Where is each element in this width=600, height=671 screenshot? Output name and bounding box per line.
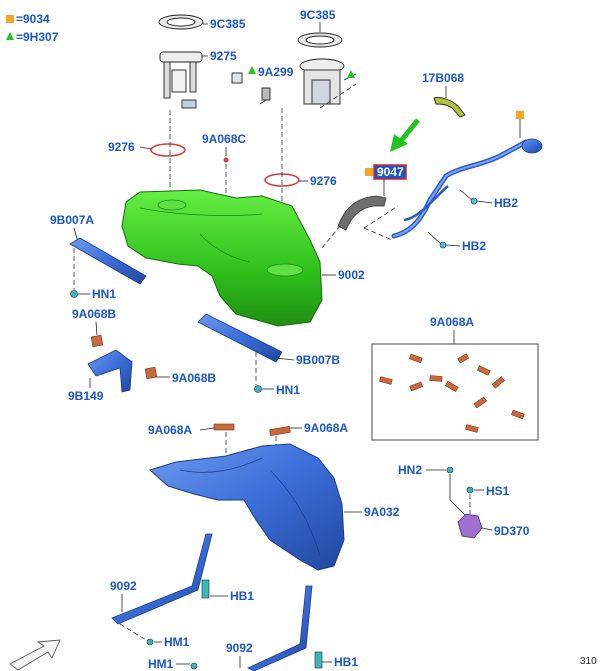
fuel-pump-left-part: [159, 51, 203, 109]
label-pump-left: 9275: [210, 49, 237, 63]
gasket-left-part: [158, 14, 204, 30]
nut-hn1-b-part: [254, 385, 262, 393]
hose-17b068-part: [433, 97, 466, 118]
valve-part: [223, 157, 229, 163]
label-hb1-a: HB1: [230, 589, 254, 603]
square-marker-filler: [516, 111, 524, 119]
label-shield: 9A032: [364, 505, 400, 519]
label-hb1-b: HB1: [334, 655, 358, 669]
clip-hb2-b-part: [439, 241, 447, 249]
square-marker-highlight: [365, 168, 373, 176]
nut-hn1-a-part: [70, 290, 78, 298]
vent-part: [231, 66, 271, 105]
clip-hb2-a-part: [470, 197, 478, 205]
strap-left-part: [69, 237, 147, 285]
highlight-box: [373, 164, 407, 180]
label-rod-left: 9092: [110, 579, 137, 593]
label-highlight: 9047: [377, 165, 404, 179]
label-pad-b-mid: 9A068B: [172, 371, 216, 385]
diagram-reference-number: 310: [580, 656, 597, 667]
oring-left-part: [150, 143, 186, 157]
label-hn1-a: HN1: [92, 287, 116, 301]
nut-hm1-b-part: [190, 662, 198, 670]
support-rod-left-part: [111, 533, 213, 625]
label-hm1-b: HM1: [148, 657, 174, 671]
detail-box: [371, 343, 539, 441]
legend-triangle-text: =9H307: [16, 30, 59, 44]
label-strap-right: 9B007B: [296, 353, 340, 367]
legend-square-text: =9034: [16, 12, 50, 26]
label-oring-right: 9276: [310, 174, 337, 188]
heat-shield-part: [149, 443, 345, 571]
label-valve: 9A068C: [202, 132, 246, 146]
label-hn2: HN2: [398, 463, 422, 477]
label-hm1-a: HM1: [164, 635, 190, 649]
filler-neck-hose-part: [337, 195, 387, 231]
label-bracket: 9B149: [68, 389, 104, 403]
sensor-9d370-part: [457, 513, 483, 539]
pad-b-top-part: [90, 334, 104, 348]
legend-triangle-icon: [6, 32, 14, 40]
pad-a-right-part: [269, 425, 291, 437]
label-sensor: 9D370: [494, 524, 530, 538]
label-hose: 17B068: [422, 71, 464, 85]
label-pad-a-left: 9A068A: [148, 423, 192, 437]
bracket-9b149-part: [87, 349, 133, 393]
label-gasket-right: 9C385: [300, 8, 336, 22]
pad-a-left-part: [213, 423, 235, 431]
arrow-indicator-icon: [390, 118, 420, 152]
vehicle-front-arrow-icon: [9, 639, 61, 671]
nut-hn2-part: [446, 466, 454, 474]
label-detail-box: 9A068A: [430, 315, 474, 329]
label-tank: 9002: [338, 268, 365, 282]
fuel-tank-part: [121, 189, 323, 327]
filler-pipe-part: [391, 138, 543, 239]
strap-right-part: [197, 313, 283, 363]
detail-pads-group: [379, 353, 525, 433]
label-hb2-a: HB2: [494, 196, 518, 210]
fuel-pump-right-part: [299, 58, 357, 105]
label-vent: 9A299: [258, 65, 294, 79]
label-gasket-left: 9C385: [210, 17, 246, 31]
support-rod-right-part: [247, 585, 313, 671]
label-hb2-b: HB2: [462, 239, 486, 253]
legend-square-icon: [6, 15, 14, 23]
bolt-hb1-a-part: [201, 579, 210, 599]
nut-hm1-a-part: [146, 638, 154, 646]
bolt-hb1-b-part: [314, 651, 323, 669]
label-hn1-b: HN1: [276, 383, 300, 397]
label-hs1: HS1: [486, 484, 510, 498]
label-rod-right: 9092: [226, 641, 253, 655]
label-pad-b-top: 9A068B: [72, 307, 116, 321]
label-strap-left: 9B007A: [50, 213, 94, 227]
label-pad-a-right: 9A068A: [304, 421, 348, 435]
gasket-right-part: [297, 32, 343, 48]
triangle-marker-pump: [347, 70, 355, 78]
label-oring-left: 9276: [108, 140, 135, 154]
screw-hs1-part: [466, 486, 474, 494]
pad-b-mid-part: [144, 366, 158, 380]
